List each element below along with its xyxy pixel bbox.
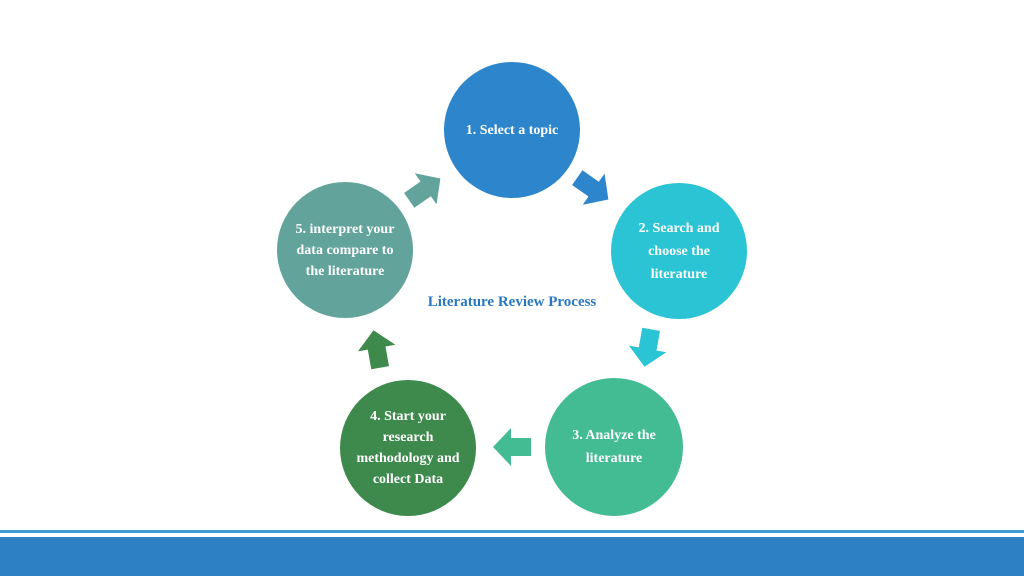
step-5-label: 5. interpret your data compare to the li… [295,221,395,279]
step-4-research-methodology: 4. Start your research methodology and c… [340,380,476,516]
step-3-label: 3. Analyze the literature [572,428,656,466]
step-1-label: 1. Select a topic [465,122,559,138]
arrow-5-to-1-icon [404,173,441,208]
arrow-1-to-2-icon [572,170,609,205]
arrow-2-to-3-icon [628,327,667,367]
step-4-label: 4. Start your research methodology and c… [356,409,460,487]
footer-fill [0,537,1024,576]
step-2-search-literature: 2. Search and choose the literature [611,183,747,319]
arrow-3-to-4-icon [493,428,531,466]
step-5-interpret-data: 5. interpret your data compare to the li… [277,182,413,318]
step-2-label: 2. Search and choose the literature [638,220,720,282]
step-3-analyze-literature: 3. Analyze the literature [545,378,683,516]
diagram-title: Literature Review Process [427,294,597,310]
footer-bar [0,530,1024,576]
arrow-4-to-5-icon [357,330,396,370]
step-1-select-topic: 1. Select a topic [444,62,580,198]
